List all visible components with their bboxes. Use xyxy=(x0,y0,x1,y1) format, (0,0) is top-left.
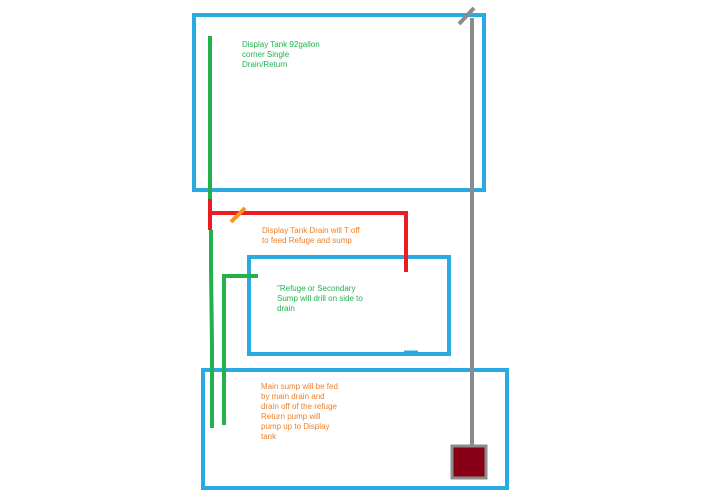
display-tank-label: Display Tank 92gallon corner Single Drai… xyxy=(242,40,320,69)
main-drain-mid xyxy=(209,267,214,346)
return-pump xyxy=(450,444,488,480)
return-elbow xyxy=(457,6,476,26)
valve-mark xyxy=(229,206,247,224)
refuge-drain xyxy=(222,274,258,425)
refuge-label: "Refuge or Secondary Sump will drill on … xyxy=(277,284,363,313)
main-sump-tank xyxy=(201,368,509,490)
display-tank xyxy=(192,13,486,192)
refuge-tank xyxy=(247,255,451,356)
tee-drain-label: Display Tank Drain will T off to feed Re… xyxy=(262,226,360,245)
tee-branch xyxy=(210,211,408,272)
main-sump-label: Main sump will be fed by main drain and … xyxy=(261,382,338,441)
